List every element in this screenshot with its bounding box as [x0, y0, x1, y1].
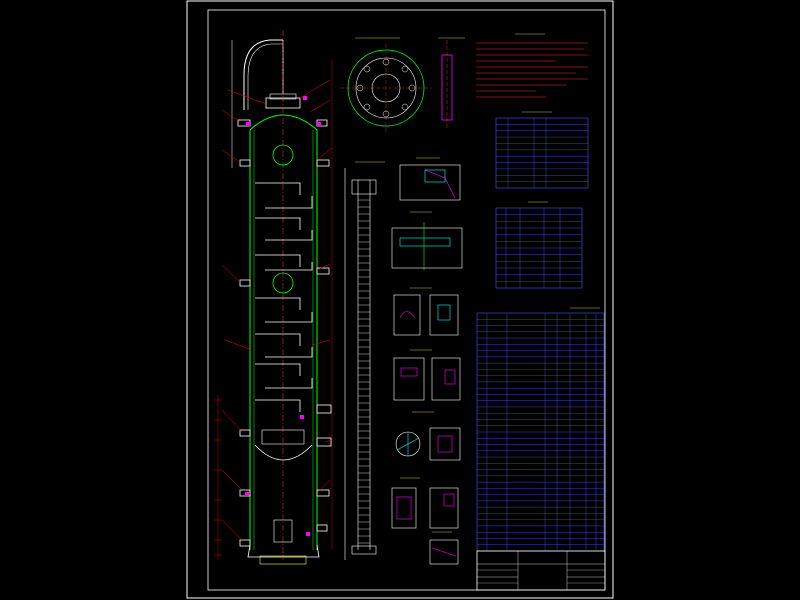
design-data-table: [495, 111, 589, 189]
main-elevation: [214, 30, 333, 565]
top-flange-view: [340, 37, 465, 134]
nozzle-table: [495, 201, 583, 289]
detail-views: [391, 157, 463, 565]
inner-border: [207, 9, 606, 591]
outer-border: [186, 0, 614, 599]
ladder-view: [344, 161, 385, 560]
title-block: [476, 550, 606, 591]
technical-requirements: [476, 33, 588, 98]
